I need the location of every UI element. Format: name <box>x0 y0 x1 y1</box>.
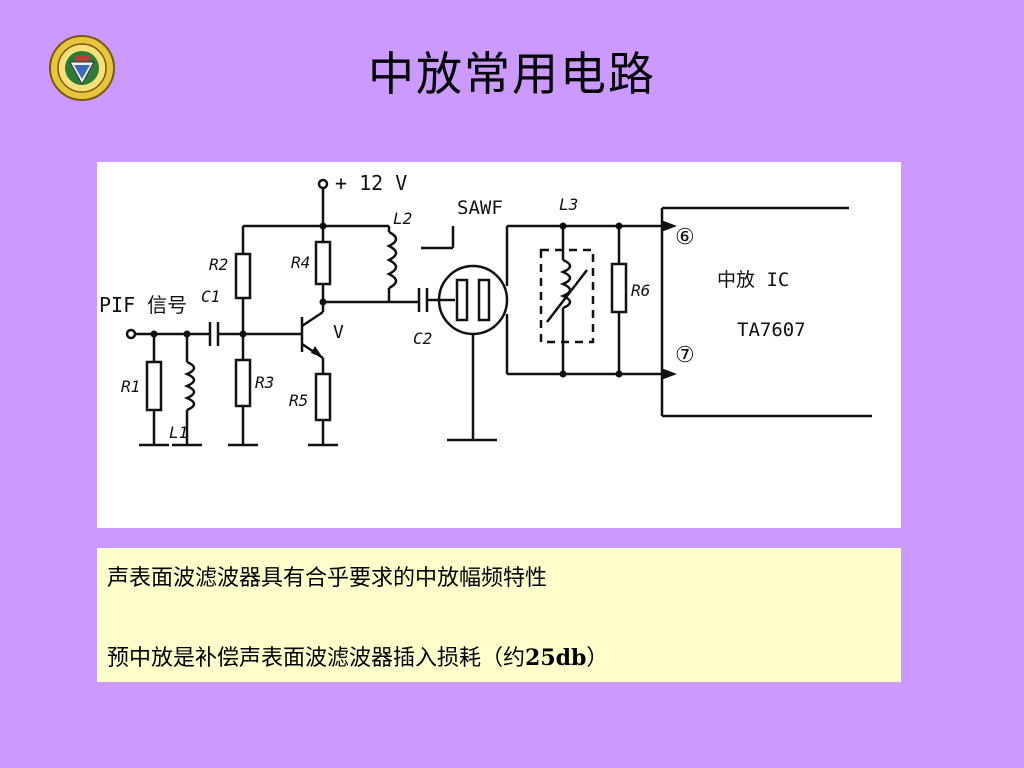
ic-label-line1: 中放 IC <box>717 269 789 291</box>
l3-label: L3 <box>559 195 578 214</box>
input-label: PIF 信号 <box>99 293 187 317</box>
c2-label: C2 <box>413 329 432 348</box>
circuit-svg: + 12 V PIF 信号 SAWF V R1 R2 R3 R4 R5 R6 C… <box>99 171 872 447</box>
note-line-2-prefix: 预中放是补偿声表面波滤波器插入损耗（约 <box>107 646 526 671</box>
pin7-label: ⑦ <box>675 343 695 368</box>
pin6-label: ⑥ <box>675 225 695 250</box>
supply-label: + 12 V <box>335 171 407 195</box>
slide-title: 中放常用电路 <box>368 47 656 101</box>
note-line-1: 声表面波滤波器具有合乎要求的中放幅频特性 <box>107 566 548 591</box>
circuit-diagram: + 12 V PIF 信号 SAWF V R1 R2 R3 R4 R5 R6 C… <box>97 162 901 528</box>
transistor-label: V <box>333 322 344 343</box>
c1-label: C1 <box>201 287 220 306</box>
l1-label: L1 <box>169 423 188 442</box>
note-line-2-suffix: ） <box>586 646 609 671</box>
l2-label: L2 <box>393 209 412 228</box>
ic-label-line2: TA7607 <box>737 319 806 341</box>
r2-label: R2 <box>209 255 228 274</box>
r3-label: R3 <box>255 373 274 392</box>
notes-box: 声表面波滤波器具有合乎要求的中放幅频特性 预中放是补偿声表面波滤波器插入损耗（约… <box>97 548 901 682</box>
r4-label: R4 <box>291 253 310 272</box>
sawf-label: SAWF <box>457 197 503 219</box>
note-line-2: 预中放是补偿声表面波滤波器插入损耗（约25db） <box>107 640 608 672</box>
school-logo <box>48 34 116 102</box>
r1-label: R1 <box>121 377 140 396</box>
r5-label: R5 <box>289 391 308 410</box>
note-line-2-value: 25db <box>525 645 587 671</box>
r6-label: R6 <box>631 281 650 300</box>
